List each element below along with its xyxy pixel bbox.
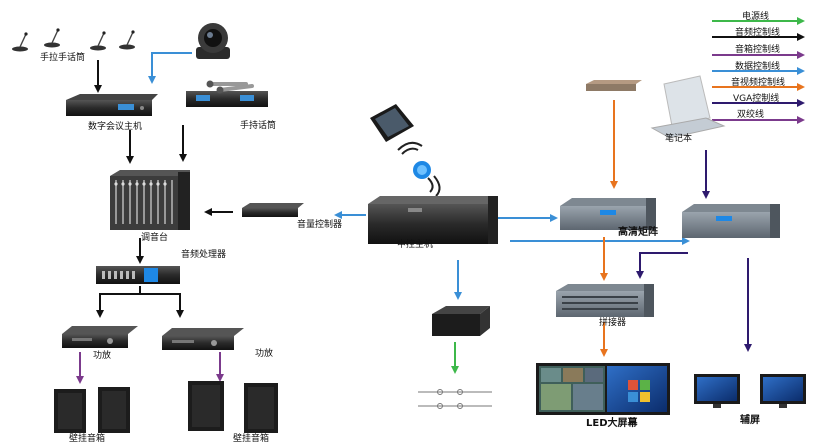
label-amp-right: 功放 — [255, 349, 274, 359]
link-processor-amp-right — [140, 293, 184, 318]
ptz-camera-icon — [196, 23, 230, 59]
label-aux-screen: 辅屏 — [740, 415, 760, 426]
vga-matrix-device — [682, 204, 780, 238]
legend-label-speaker: 音箱控制线 — [735, 45, 781, 55]
microphone-icon — [12, 32, 28, 52]
power-control-box-device — [432, 306, 490, 336]
laptop-icon — [650, 75, 726, 139]
label-amp-left: 功放 — [93, 351, 112, 361]
mixer-device — [110, 170, 190, 230]
label-conference-host: 数字会议主机 — [88, 122, 143, 132]
aux-screens-device — [694, 374, 806, 408]
label-handheld-mic: 手持话筒 — [240, 121, 277, 131]
amplifier-right-device — [162, 328, 244, 350]
label-volume-controller: 音量控制器 — [297, 220, 343, 230]
relay-switches — [418, 389, 492, 409]
link-processor-amp-left — [96, 286, 141, 318]
touch-panel-icon — [370, 104, 414, 142]
volume-controller-device — [242, 203, 304, 217]
label-splicer: 拼接器 — [599, 318, 627, 328]
label-hd-matrix: 高清矩阵 — [618, 227, 658, 238]
audio-processor-device — [96, 266, 180, 284]
led-big-screen-device — [536, 363, 670, 415]
wireless-signal-icon — [397, 141, 441, 197]
connections — [76, 52, 752, 384]
handheld-mic-receiver-device — [186, 80, 268, 107]
legend-label-av: 音视频控制线 — [731, 78, 786, 88]
wall-speakers-right — [188, 381, 278, 433]
legend-label-power: 电源线 — [742, 12, 770, 22]
label-led-screen: LED大屏幕 — [586, 418, 638, 429]
legend — [712, 17, 805, 124]
label-laptop: 笔记本 — [665, 134, 693, 144]
link-rightmatrix-splicer — [636, 252, 688, 279]
label-mixer: 调音台 — [141, 233, 169, 243]
conference-host-device — [66, 94, 158, 116]
central-control-host-device — [368, 196, 498, 244]
splicer-device — [556, 284, 654, 317]
label-speakers-left: 壁挂音箱 — [69, 434, 106, 444]
legend-label-twisted: 双绞线 — [737, 110, 765, 120]
label-audio-processor: 音频处理器 — [181, 250, 227, 260]
microphone-icon — [44, 28, 60, 48]
legend-label-data: 数据控制线 — [735, 62, 781, 72]
hd-matrix-device — [560, 198, 656, 230]
amplifier-left-device — [62, 326, 138, 348]
gooseneck-microphones — [12, 28, 135, 52]
legend-label-vga: VGA控制线 — [733, 94, 780, 104]
legend-label-audio: 音频控制线 — [735, 28, 781, 38]
link-camera-data — [148, 52, 192, 84]
label-central-host: 中控主机 — [397, 240, 434, 250]
media-player-device — [586, 80, 642, 91]
microphone-icon — [90, 31, 106, 51]
wall-speakers-left — [54, 387, 130, 433]
microphone-icon — [119, 30, 135, 50]
label-hand-mic: 手拉手话筒 — [40, 53, 86, 63]
label-speakers-right: 壁挂音箱 — [233, 434, 270, 444]
